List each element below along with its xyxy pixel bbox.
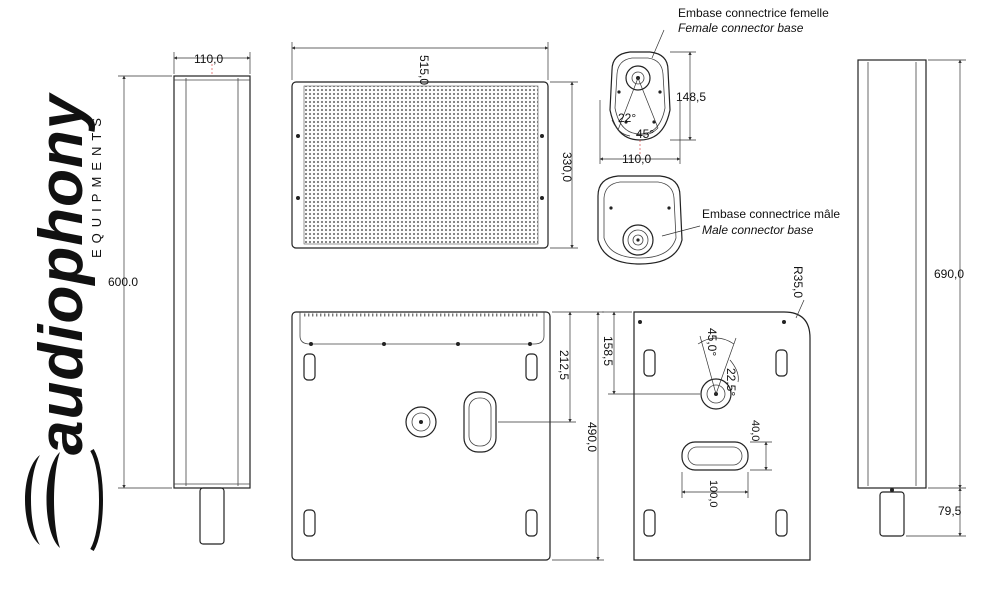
- column-height-dim: 690,0: [934, 267, 964, 281]
- slot-width-dim: 100,0: [707, 480, 719, 508]
- column-view: 690,0 79,5: [857, 59, 966, 537]
- female-connector-view: 22° 45° 148,5 110,0 Embase connectrice f…: [599, 6, 829, 166]
- plate-angle-22: 22,5°: [724, 368, 738, 396]
- side-height-dim: 600.0: [108, 275, 138, 289]
- male-label-en: Male connector base: [702, 223, 814, 237]
- plate-radius-dim: R35,0: [791, 266, 805, 298]
- side-view: 110,0 600.0: [108, 52, 251, 545]
- female-label-fr: Embase connectrice femelle: [678, 6, 829, 20]
- female-angle-45: 45°: [636, 127, 654, 141]
- brand-logo: audiophony EQUIPMENTS: [25, 91, 104, 552]
- female-label-en: Female connector base: [678, 21, 804, 35]
- male-connector-view: Embase connectrice mâle Male connector b…: [597, 175, 840, 265]
- front-width-dim: 515,0: [417, 55, 431, 85]
- plate-offset-dim: 158,5: [601, 336, 615, 366]
- connector-width-dim: 110,0: [622, 152, 651, 166]
- brand-swirl-icon: [25, 448, 103, 552]
- brand-subtitle: EQUIPMENTS: [89, 112, 104, 258]
- pin-height-dim: 79,5: [938, 504, 962, 518]
- front-view: 515,0 330,0: [291, 42, 578, 249]
- side-width-dim: 110,0: [194, 52, 223, 66]
- slot-height-dim: 40,0: [749, 420, 761, 441]
- back-view: 490,0 212,5: [291, 311, 604, 561]
- plate-view: 45,0° 22,5° 158,5 R35,0 40,0 100,0: [601, 266, 811, 561]
- back-offset-dim: 212,5: [557, 350, 571, 380]
- male-label-fr: Embase connectrice mâle: [702, 207, 840, 221]
- female-angle-22: 22°: [618, 111, 636, 125]
- plate-angle-45: 45,0°: [705, 328, 719, 356]
- back-height-dim: 490,0: [585, 422, 599, 452]
- brand-name: audiophony: [27, 91, 96, 455]
- front-height-dim: 330,0: [560, 152, 574, 182]
- connector-height-dim: 148,5: [676, 90, 706, 104]
